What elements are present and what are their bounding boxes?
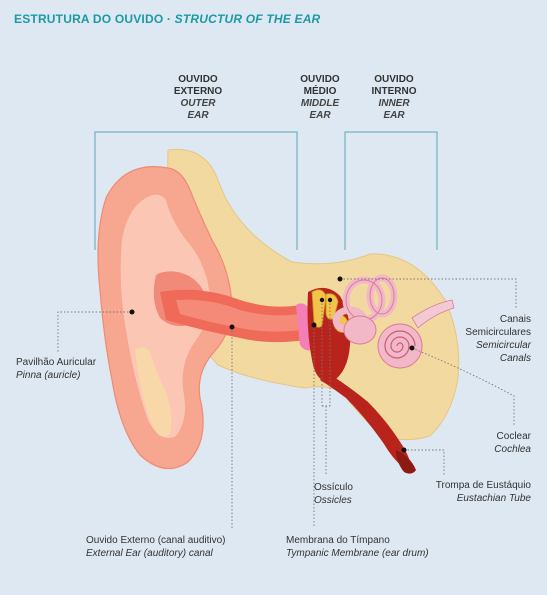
marker-dots xyxy=(129,276,415,453)
section-outer-ear: OUVIDO EXTERNO OUTER EAR xyxy=(168,74,228,122)
section-inner-pt2: INTERNO xyxy=(371,86,417,97)
section-middle-ear: OUVIDO MÉDIO MIDDLE EAR xyxy=(292,74,348,122)
section-brackets xyxy=(94,131,438,250)
label-canals: Canais Semicirculares Semicircular Canal… xyxy=(465,313,531,365)
label-external-canal-pt: Ouvido Externo (canal auditivo) xyxy=(86,535,226,546)
label-eustachian: Trompa de Eustáquio Eustachian Tube xyxy=(436,479,531,505)
auricle-highlight xyxy=(135,347,172,437)
label-eustachian-pt: Trompa de Eustáquio xyxy=(435,480,531,491)
auditory-nerve xyxy=(411,299,455,329)
leader-canals xyxy=(340,278,517,308)
leader-cochlea xyxy=(411,347,515,425)
section-inner-pt1: OUVIDO xyxy=(374,74,414,85)
section-middle-pt1: OUVIDO xyxy=(300,74,340,85)
section-inner-ear: OUVIDO INTERNO INNER EAR xyxy=(364,74,424,122)
label-tympanic-pt: Membrana do Tímpano xyxy=(286,535,390,546)
section-middle-pt2: MÉDIO xyxy=(303,86,337,97)
dot-pinna xyxy=(129,309,135,315)
dot-ossicle-a xyxy=(319,297,325,303)
label-external-canal-en: External Ear (auditory) canal xyxy=(86,548,213,559)
label-canals-en2: Canals xyxy=(499,353,531,364)
section-outer-en2: EAR xyxy=(187,110,209,121)
dot-canals xyxy=(337,276,343,282)
eustachian-tube xyxy=(320,372,411,470)
label-cochlea-pt: Coclear xyxy=(496,431,531,442)
label-tympanic: Membrana do Tímpano Tympanic Membrane (e… xyxy=(286,534,429,560)
title-en: STRUCTUR OF THE EAR xyxy=(174,12,321,26)
label-eustachian-en: Eustachian Tube xyxy=(456,493,531,504)
section-inner-en2: EAR xyxy=(383,110,405,121)
label-ossicles-en: Ossicles xyxy=(314,495,352,506)
cochlea-spiral xyxy=(384,330,416,359)
label-pinna-pt: Pavilhão Auricular xyxy=(16,357,97,368)
vestibule xyxy=(343,315,377,345)
leader-eustachian xyxy=(404,449,445,475)
section-outer-pt2: EXTERNO xyxy=(173,86,223,97)
eustachian-tube-end xyxy=(396,450,416,474)
auditory-canal-core xyxy=(176,299,302,332)
label-pinna: Pavilhão Auricular Pinna (auricle) xyxy=(16,356,96,382)
label-external-canal: Ouvido Externo (canal auditivo) External… xyxy=(86,534,226,560)
diagram-title: ESTRUTURA DO OUVIDO · STRUCTUR OF THE EA… xyxy=(14,12,320,26)
bracket-outer xyxy=(94,131,298,250)
section-outer-pt1: OUVIDO xyxy=(178,74,218,85)
dot-cochlea xyxy=(409,345,415,351)
bracket-middle-inner xyxy=(344,131,438,250)
label-canals-pt2: Semicirculares xyxy=(465,327,531,338)
label-cochlea-en: Cochlea xyxy=(494,444,531,455)
section-middle-en1: MIDDLE xyxy=(300,98,340,109)
label-tympanic-en: Tympanic Membrane (ear drum) xyxy=(286,548,429,559)
label-cochlea: Coclear Cochlea xyxy=(494,430,531,456)
label-ossicles: Ossículo Ossicles xyxy=(314,481,353,507)
label-ossicles-pt: Ossículo xyxy=(314,482,353,493)
leader-lines xyxy=(57,278,517,528)
dot-eustachian xyxy=(401,447,407,453)
title-pt: ESTRUTURA DO OUVIDO xyxy=(14,12,164,26)
label-canals-pt1: Canais xyxy=(499,314,531,325)
section-outer-en1: OUTER xyxy=(180,98,216,109)
section-inner-en1: INNER xyxy=(378,98,410,109)
label-pinna-en: Pinna (auricle) xyxy=(16,370,81,381)
dot-tympanic xyxy=(311,322,317,328)
title-separator: · xyxy=(163,12,175,26)
leader-ossicles xyxy=(321,300,331,476)
leader-pinna xyxy=(57,311,132,352)
dot-ossicle-b xyxy=(327,297,333,303)
label-canals-en1: Semicircular xyxy=(475,340,531,351)
canal-posterior-inner xyxy=(369,277,395,315)
dot-external-canal xyxy=(229,324,235,330)
section-middle-en2: EAR xyxy=(309,110,331,121)
